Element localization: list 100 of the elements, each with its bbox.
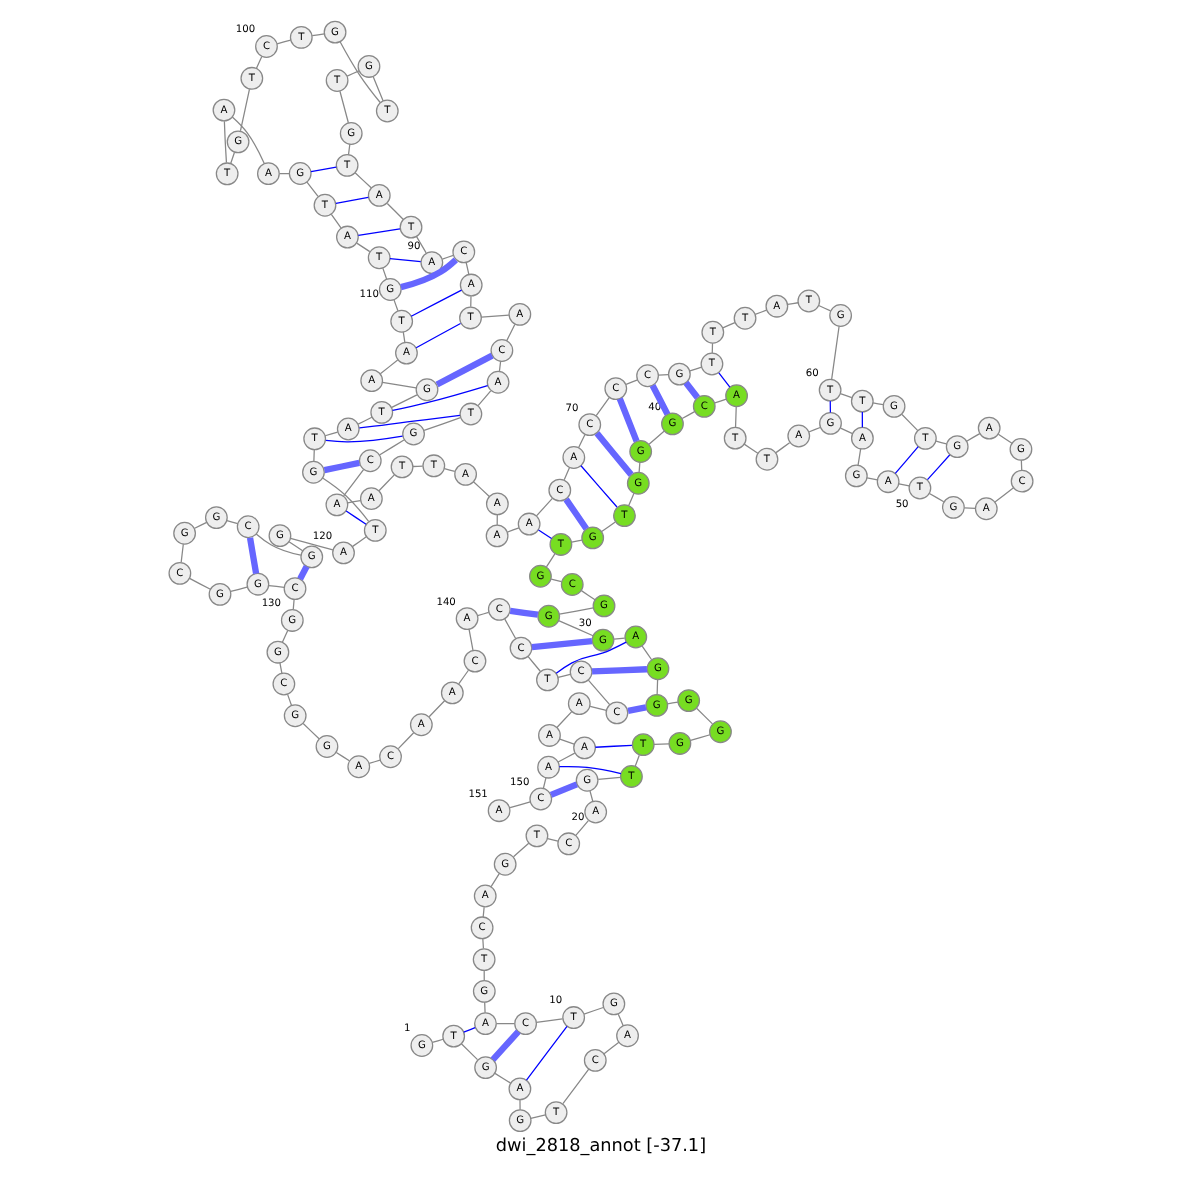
connector bbox=[414, 235, 426, 254]
connector bbox=[346, 143, 350, 156]
connector bbox=[557, 765, 621, 775]
connector bbox=[457, 669, 469, 685]
connector bbox=[193, 521, 207, 529]
connector bbox=[459, 1043, 478, 1061]
connector bbox=[579, 590, 595, 601]
connector bbox=[324, 435, 403, 443]
connector bbox=[440, 254, 453, 260]
connector bbox=[377, 474, 394, 492]
connector bbox=[442, 468, 455, 473]
connector bbox=[222, 120, 227, 164]
connector bbox=[338, 90, 348, 124]
connector bbox=[390, 394, 417, 409]
connector bbox=[570, 539, 582, 543]
connector bbox=[682, 380, 699, 400]
connector bbox=[479, 314, 509, 318]
connector bbox=[342, 469, 364, 497]
connector bbox=[464, 262, 469, 275]
connector bbox=[296, 565, 309, 581]
connector bbox=[774, 442, 790, 454]
connector bbox=[230, 116, 264, 164]
connector bbox=[925, 454, 950, 481]
connector bbox=[586, 679, 610, 706]
connector bbox=[388, 258, 421, 263]
connector bbox=[555, 711, 572, 729]
connector bbox=[838, 427, 853, 435]
connector bbox=[422, 417, 461, 431]
connector bbox=[430, 1038, 443, 1044]
connector bbox=[305, 181, 318, 197]
connector bbox=[524, 1025, 567, 1081]
connector bbox=[396, 732, 414, 750]
connector bbox=[353, 172, 371, 189]
connector bbox=[838, 392, 852, 399]
connector bbox=[351, 536, 366, 547]
connector bbox=[530, 638, 592, 651]
connector bbox=[508, 801, 530, 809]
connector bbox=[329, 213, 341, 229]
connector bbox=[414, 322, 461, 349]
connector bbox=[275, 39, 291, 45]
connector bbox=[529, 1114, 546, 1119]
connector bbox=[548, 781, 577, 798]
connector bbox=[927, 492, 944, 503]
connector bbox=[534, 497, 552, 517]
connector bbox=[534, 1018, 563, 1023]
connector bbox=[593, 744, 632, 748]
connector bbox=[434, 352, 493, 388]
connector bbox=[588, 790, 593, 802]
connector bbox=[556, 752, 575, 763]
connector bbox=[579, 465, 617, 508]
connector bbox=[334, 196, 368, 204]
connector bbox=[633, 754, 639, 767]
connector bbox=[577, 434, 585, 449]
connector bbox=[656, 374, 668, 376]
connector bbox=[965, 432, 980, 442]
connector bbox=[489, 1029, 520, 1062]
connector bbox=[590, 666, 647, 675]
connector bbox=[624, 379, 638, 386]
connector bbox=[557, 607, 594, 615]
connector bbox=[871, 402, 883, 406]
connector bbox=[334, 751, 349, 762]
connector bbox=[786, 302, 798, 306]
connector bbox=[291, 599, 294, 611]
connector bbox=[390, 384, 488, 411]
connector bbox=[582, 1006, 603, 1015]
connector bbox=[367, 759, 380, 765]
connector bbox=[187, 577, 210, 590]
connector bbox=[356, 228, 400, 236]
connector bbox=[476, 611, 489, 617]
connector bbox=[561, 1068, 589, 1105]
connector bbox=[717, 372, 730, 388]
connector bbox=[503, 618, 516, 640]
connector bbox=[817, 304, 831, 312]
connector bbox=[554, 641, 626, 674]
connector bbox=[511, 842, 529, 858]
connector bbox=[427, 700, 445, 718]
connector bbox=[993, 487, 1014, 503]
connector bbox=[301, 722, 319, 740]
connector bbox=[399, 257, 457, 291]
connector bbox=[753, 309, 767, 316]
connector bbox=[371, 76, 383, 102]
connector bbox=[596, 776, 621, 780]
connector bbox=[469, 295, 471, 308]
connector bbox=[615, 397, 639, 443]
connector bbox=[310, 33, 324, 37]
connector bbox=[323, 431, 338, 437]
connector bbox=[505, 527, 519, 533]
connector bbox=[549, 578, 562, 583]
connector bbox=[179, 543, 183, 563]
connector bbox=[962, 507, 975, 509]
connector bbox=[505, 323, 515, 342]
connector bbox=[602, 1041, 619, 1055]
connector bbox=[536, 529, 552, 540]
connector bbox=[556, 619, 593, 637]
connector bbox=[616, 1013, 623, 1027]
connector bbox=[254, 55, 262, 70]
connector bbox=[481, 938, 484, 950]
connector bbox=[481, 906, 484, 918]
connector bbox=[467, 629, 473, 651]
connector bbox=[357, 414, 460, 429]
